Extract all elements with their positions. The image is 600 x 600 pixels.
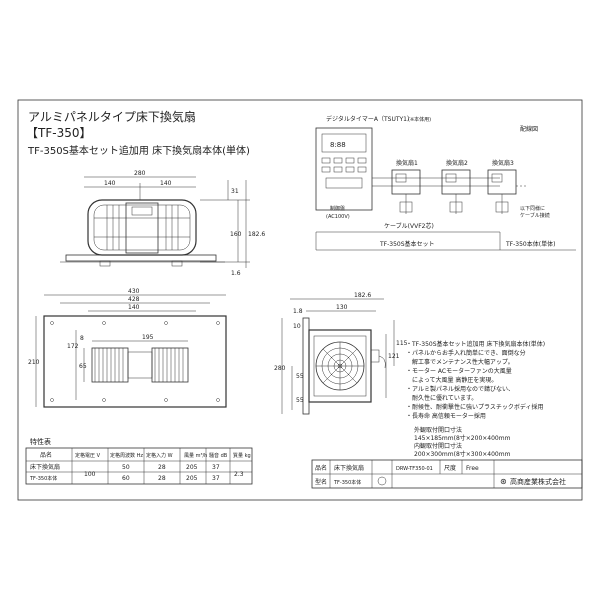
notes-block: ・TF-350S基本セット追加用 床下換気扇本体(単体) ・パネルからお手入れ簡… (406, 340, 545, 458)
note-line: ・TF-350S基本セット追加用 床下換気扇本体(単体) (406, 340, 545, 348)
front-view: 280 140 140 31 160 182.6 1.6 (60, 170, 265, 277)
spec-cell: TF-350本体 (29, 475, 57, 482)
projection-symbol (377, 476, 387, 486)
bottom-dim-mid: 428 (128, 296, 140, 303)
bottom-dim-center: 195 (142, 334, 154, 341)
page-subtitle: TF-350S基本セット追加用 床下換気扇本体(単体) (27, 144, 250, 157)
side-view: 182.6 130 1.8 10 280 115 121 55 55 (274, 292, 408, 415)
panel-voltage: (AC100V) (326, 214, 350, 220)
spec-cell: 37 (212, 464, 220, 471)
opening-line-1: 145×185mm(8寸×200×400mm (414, 434, 511, 442)
spec-cell: 205 (186, 464, 198, 471)
bottom-dim-inner: 140 (128, 304, 140, 311)
panel-label: 制御盤 (330, 205, 345, 212)
note-line: ・アルミ製パネル採用なので錆びない、 (406, 385, 514, 393)
tb-name-label: 品名 (315, 464, 327, 472)
fan-label-1: 換気扇1 (396, 159, 418, 167)
tb-scale: Free (466, 465, 479, 472)
bottom-view: 430 428 140 195 (28, 288, 227, 408)
spec-table: 特性表 品名 定格電圧 V 定格周波数 Hz 定格入力 W 風量 m³/h 騒音… (25, 437, 253, 485)
side-dim-v5: 55 (296, 397, 304, 404)
bottom-dim-outer: 430 (128, 288, 140, 295)
front-dim-left: 140 (104, 180, 116, 187)
spec-cell: 100 (84, 471, 96, 478)
end-label-1: 以下同様に (520, 205, 545, 212)
note-line: 耐久性に優れています。 (406, 394, 477, 402)
front-dim-h1: 31 (231, 188, 239, 195)
opening-line-2: 200×300mm(8寸×300×400mm (414, 450, 511, 458)
note-line: ・長寿命 高信頼モーター採用 (406, 412, 486, 420)
front-dim-top: 280 (134, 170, 146, 177)
side-dim-v1: 280 (274, 365, 286, 372)
spec-header: 品名 (40, 451, 52, 459)
spec-table-title: 特性表 (30, 437, 51, 446)
front-dim-h2: 160 (230, 231, 242, 238)
tb-model: TF-350本体 (333, 479, 361, 486)
fan-label-2: 換気扇2 (446, 159, 468, 167)
bottom-dim-left-c: 65 (79, 363, 87, 370)
title-block: 品名 床下換気扇 型名 TF-350本体 DRW-TF350-01 尺度 Fre… (311, 459, 583, 489)
side-dim-left-b: 10 (293, 323, 301, 330)
tb-doc-no: DRW-TF350-01 (396, 466, 433, 472)
spec-header: 騒音 dB (209, 452, 228, 459)
side-dim-v2: 115 (396, 340, 408, 347)
note-line: ・モーター ACモーターファンの大風量 (406, 367, 512, 375)
timer-box (315, 127, 373, 211)
spec-cell: 205 (186, 475, 198, 482)
timer-display: 8:88 (330, 141, 346, 149)
wiring-title: 配線図 (520, 125, 538, 133)
bottom-dim-left-v: 210 (28, 359, 40, 366)
fan-label-3: 換気扇3 (492, 159, 514, 167)
tb-scale-label: 尺度 (444, 464, 456, 472)
spec-cell: 37 (212, 475, 220, 482)
side-dim-top: 182.6 (354, 292, 371, 299)
set-label: TF-350S基本セット (379, 240, 435, 248)
front-dim-h3: 182.6 (248, 231, 265, 238)
spec-header: 風量 m³/h (184, 452, 207, 459)
note-line: ・耐候性、耐衝撃性に強いプラスチックボディ採用 (406, 403, 543, 411)
bottom-dim-left-a: 8 (80, 335, 84, 342)
side-dim-v3: 121 (388, 353, 400, 360)
spec-cell: 28 (158, 475, 166, 482)
opening-title: 外観取付開口寸法 (414, 426, 462, 434)
bottom-dim-left-b: 172 (67, 343, 79, 350)
page-title: アルミパネルタイプ床下換気扇 (28, 109, 196, 124)
spec-header: 定格電圧 V (75, 452, 101, 459)
spec-header: 定格入力 W (146, 452, 173, 459)
timer-sublabel: (※本体用) (408, 116, 431, 123)
note-line: ・パネルからお手入れ簡単にでき、面倒な分 (406, 349, 526, 357)
note-line: 解工事でメンテナンス性大幅アップ。 (406, 358, 514, 366)
unit-label: TF-350本体(単体) (505, 240, 555, 248)
front-dim-right: 140 (160, 180, 172, 187)
timer-label: デジタルタイマーA（TSUTY1） (326, 115, 413, 123)
spec-cell: 60 (122, 475, 130, 482)
spec-cell: 50 (122, 464, 130, 471)
end-label-2: ケーブル接続 (520, 212, 550, 219)
company-logo: ⊛ (500, 477, 507, 486)
sheet-border (17, 99, 583, 501)
spec-header: 質量 kg (233, 452, 251, 459)
note-line: によって大風量 高静圧を実現。 (406, 376, 497, 384)
spec-header: 定格周波数 Hz (110, 452, 143, 459)
front-dim-h4: 1.6 (231, 270, 241, 277)
side-dim-sub: 130 (336, 304, 348, 311)
side-dim-v4: 55 (296, 373, 304, 380)
tb-name: 床下換気扇 (334, 464, 364, 472)
spec-cell: 28 (158, 464, 166, 471)
opening-sub: 内観取付開口寸法 (414, 442, 462, 450)
wiring-diagram: 配線図 デジタルタイマーA（TSUTY1） (※本体用) 8:88 制御盤 (A… (315, 115, 576, 251)
model-label: 【TF-350】 (26, 126, 91, 140)
tb-model-label: 型名 (315, 478, 327, 486)
wire-label: ケーブル(VVF2芯) (384, 222, 434, 230)
spec-cell: 床下換気扇 (30, 463, 60, 471)
spec-cell: 2.3 (234, 471, 244, 478)
tb-company: 高商産業株式会社 (510, 477, 566, 486)
side-dim-left-a: 1.8 (293, 308, 303, 315)
